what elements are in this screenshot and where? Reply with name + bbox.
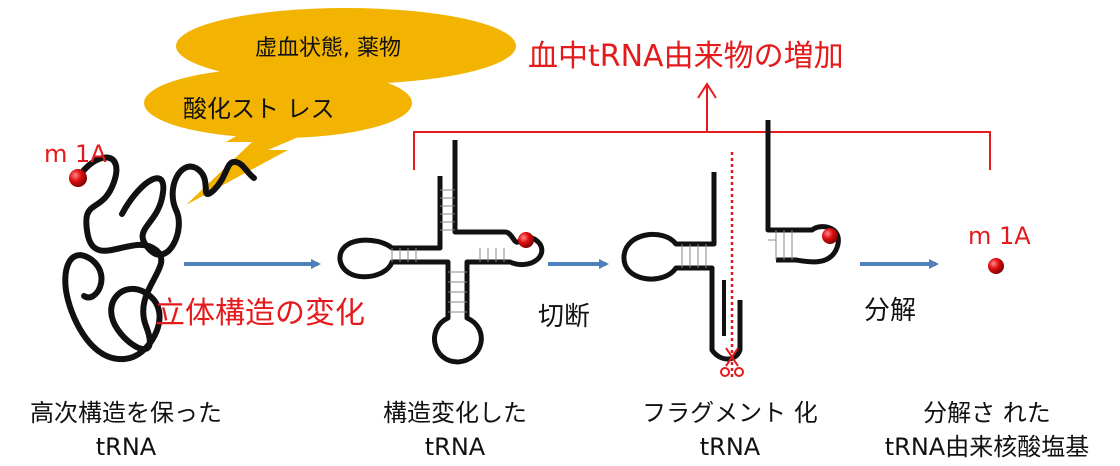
caption-changed-line2: tRNA bbox=[424, 433, 486, 461]
caption-changed-trna: 構造変化した tRNA bbox=[360, 396, 550, 464]
changed-trna-cloverleaf bbox=[337, 140, 545, 365]
fragmented-trna bbox=[621, 120, 841, 380]
stressor-label-top: 虚血状態, 薬物 bbox=[255, 36, 401, 61]
m1a-label-left: m 1A bbox=[44, 140, 107, 168]
tangled-trna-strand bbox=[62, 154, 257, 363]
caption-degraded-trna: 分解さ れた tRNA由来核酸塩基 bbox=[856, 396, 1118, 464]
structure-change-label: 立体構造の変化 bbox=[155, 296, 365, 331]
increase-bracket bbox=[413, 82, 991, 170]
caption-intact-line2: tRNA bbox=[95, 433, 157, 461]
caption-fragment-trna: フラグメント 化 tRNA bbox=[614, 396, 846, 464]
stressor-bubble-bottom bbox=[144, 68, 412, 138]
m1a-ball-left bbox=[69, 169, 87, 187]
caption-fragment-line1: フラグメント 化 bbox=[642, 399, 818, 427]
stressor-bubble-top bbox=[176, 8, 516, 84]
m1a-label-right: m 1A bbox=[968, 222, 1031, 250]
caption-fragment-line2: tRNA bbox=[699, 433, 761, 461]
scissors-icon bbox=[720, 347, 744, 377]
increase-title: 血中tRNA由来物の増加 bbox=[528, 39, 844, 74]
degradation-label: 分解 bbox=[864, 296, 917, 326]
m1a-ball-free bbox=[988, 258, 1004, 274]
caption-intact-trna: 高次構造を保った tRNA bbox=[10, 396, 242, 464]
caption-degraded-line2: tRNA由来核酸塩基 bbox=[884, 433, 1090, 461]
stressor-label-bottom: 酸化スト レス bbox=[183, 95, 335, 123]
caption-intact-line1: 高次構造を保った bbox=[30, 399, 222, 427]
m1a-ball-changed bbox=[518, 232, 534, 248]
m1a-ball-fragment bbox=[822, 228, 838, 244]
caption-degraded-line1: 分解さ れた bbox=[923, 399, 1051, 427]
cleavage-label: 切断 bbox=[538, 302, 591, 332]
caption-changed-line1: 構造変化した bbox=[383, 399, 527, 427]
